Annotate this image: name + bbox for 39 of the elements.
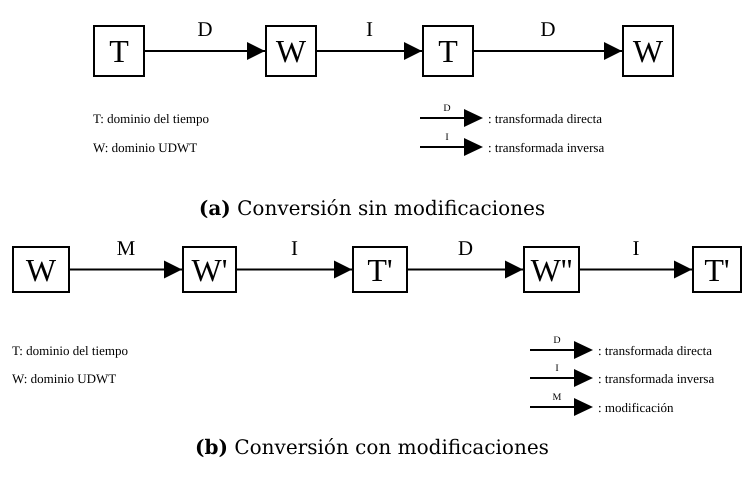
domain-box: W bbox=[12, 246, 70, 293]
domain-box: W' bbox=[182, 246, 237, 293]
arrow bbox=[70, 260, 182, 278]
edge-label: I bbox=[632, 238, 640, 258]
domain-box: W bbox=[265, 25, 317, 77]
edge-label: M bbox=[116, 238, 136, 258]
arrow bbox=[580, 260, 692, 278]
edge-label: D bbox=[540, 19, 556, 40]
arrow bbox=[408, 260, 523, 278]
arrow bbox=[237, 260, 352, 278]
edge-label: D bbox=[458, 238, 474, 258]
arrow-letter: D bbox=[553, 336, 561, 346]
legend-text: : modificación bbox=[598, 401, 674, 414]
legend-text: : transformada inversa bbox=[598, 372, 714, 385]
domain-box: W bbox=[622, 25, 674, 77]
domain-box: T bbox=[93, 25, 145, 77]
domain-box: T' bbox=[352, 246, 408, 293]
arrow-letter: I bbox=[555, 364, 559, 374]
definition-text: T: dominio del tiempo bbox=[93, 112, 209, 125]
domain-box: T' bbox=[692, 246, 742, 293]
domain-box: W'' bbox=[523, 246, 580, 293]
arrow bbox=[474, 42, 622, 60]
definition-text: T: dominio del tiempo bbox=[12, 344, 128, 357]
domain-box: T bbox=[422, 25, 474, 77]
edge-label: D bbox=[197, 19, 213, 40]
caption-text: (b) Conversión con modificaciones bbox=[195, 437, 549, 457]
edge-label: I bbox=[366, 19, 373, 40]
legend-text: : transformada directa bbox=[598, 344, 712, 357]
arrow-letter: M bbox=[552, 393, 562, 403]
definition-text: W: dominio UDWT bbox=[93, 141, 198, 154]
definition-text: W: dominio UDWT bbox=[12, 372, 116, 385]
legend-text: : transformada inversa bbox=[488, 141, 604, 154]
legend-text: : transformada directa bbox=[488, 112, 602, 125]
edge-label: I bbox=[291, 238, 298, 258]
arrow-letter: I bbox=[445, 133, 449, 143]
arrow bbox=[317, 42, 422, 60]
caption-text: (a) Conversión sin modificaciones bbox=[198, 198, 546, 218]
arrow-letter: D bbox=[443, 104, 451, 114]
arrow bbox=[145, 42, 265, 60]
